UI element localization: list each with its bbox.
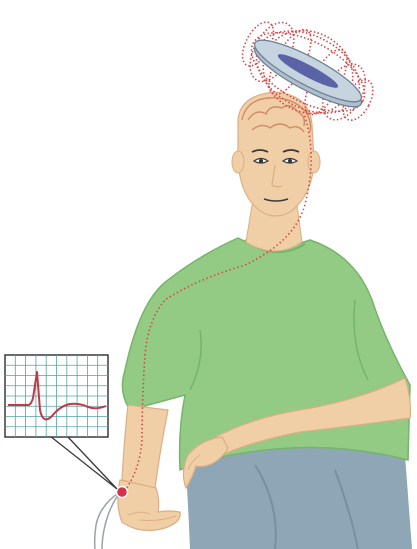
emg-callout <box>5 355 117 489</box>
left-pupil <box>259 159 263 163</box>
right-pupil <box>288 159 292 163</box>
left-ear <box>232 151 244 173</box>
pants <box>185 445 412 549</box>
callout-pointer <box>50 436 117 489</box>
electrode-wire <box>95 492 120 549</box>
right-ear <box>308 151 320 173</box>
left-arm <box>118 405 180 530</box>
head-shape <box>238 92 314 216</box>
left-forearm <box>122 405 168 488</box>
electrode-pad <box>117 487 128 498</box>
pants-shape <box>185 445 412 549</box>
